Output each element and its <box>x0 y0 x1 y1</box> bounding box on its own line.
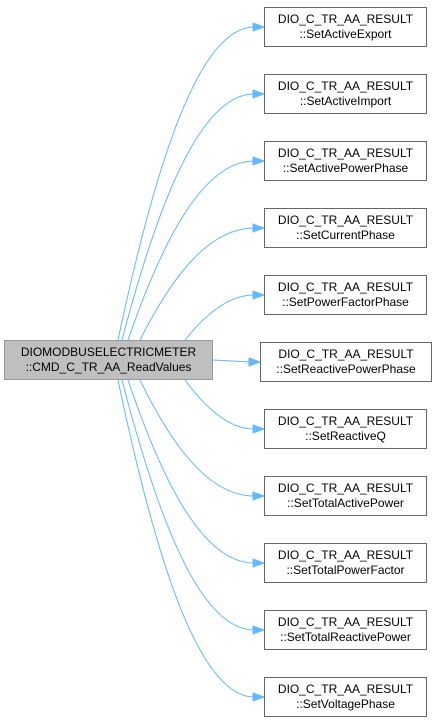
arrowhead-icon <box>252 625 266 635</box>
call-edge <box>127 160 255 341</box>
arrowhead-icon <box>252 692 266 702</box>
callee-method-name: ::SetTotalPowerFactor <box>286 563 405 577</box>
callee-node[interactable]: DIO_C_TR_AA_RESULT::SetReactiveQ <box>264 409 427 449</box>
arrowhead-icon <box>252 156 266 166</box>
call-edge <box>121 93 255 341</box>
callee-node[interactable]: DIO_C_TR_AA_RESULT::SetTotalReactivePowe… <box>264 610 427 650</box>
call-edge <box>117 379 255 698</box>
callee-method-name: ::SetPowerFactorPhase <box>282 295 409 309</box>
callee-node[interactable]: DIO_C_TR_AA_RESULT::SetActivePowerPhase <box>264 141 427 181</box>
callee-class-name: DIO_C_TR_AA_RESULT <box>277 548 414 562</box>
callee-method-name: ::SetReactiveQ <box>305 429 386 443</box>
callee-class-name: DIO_C_TR_AA_RESULT <box>277 12 414 26</box>
callee-node[interactable]: DIO_C_TR_AA_RESULT::SetTotalActivePower <box>264 476 427 516</box>
callee-node[interactable]: DIO_C_TR_AA_RESULT::SetVoltagePhase <box>264 677 427 717</box>
arrowhead-icon <box>252 558 266 568</box>
callee-node[interactable]: DIO_C_TR_AA_RESULT::SetTotalPowerFactor <box>264 543 427 583</box>
arrowhead-icon <box>248 357 262 367</box>
callee-method-name: ::SetTotalReactivePower <box>280 630 411 644</box>
callee-class-name: DIO_C_TR_AA_RESULT <box>277 481 414 495</box>
callee-node[interactable]: DIO_C_TR_AA_RESULT::SetPowerFactorPhase <box>264 275 427 315</box>
callee-class-name: DIO_C_TR_AA_RESULT <box>277 615 414 629</box>
callee-class-name: DIO_C_TR_AA_RESULT <box>277 79 414 93</box>
callee-node[interactable]: DIO_C_TR_AA_RESULT::SetActiveExport <box>264 7 427 47</box>
arrowhead-icon <box>252 491 266 501</box>
callee-method-name: ::SetActiveExport <box>299 27 392 41</box>
call-edge <box>212 359 251 363</box>
callee-class-name: DIO_C_TR_AA_RESULT <box>277 414 414 428</box>
callee-class-name: DIO_C_TR_AA_RESULT <box>277 280 414 294</box>
arrowhead-icon <box>252 223 266 233</box>
arrowhead-icon <box>252 290 266 300</box>
callee-class-name: DIO_C_TR_AA_RESULT <box>277 682 414 696</box>
callee-method-name: ::SetVoltagePhase <box>296 697 395 711</box>
callee-method-name: ::SetCurrentPhase <box>296 228 395 242</box>
root-function-node: DIOMODBUSELECTRICMETER ::CMD_C_TR_AA_Rea… <box>4 340 213 380</box>
root-class-name: DIOMODBUSELECTRICMETER <box>20 345 197 359</box>
callee-node[interactable]: DIO_C_TR_AA_RESULT::SetCurrentPhase <box>264 208 427 248</box>
callee-node[interactable]: DIO_C_TR_AA_RESULT::SetReactivePowerPhas… <box>260 342 432 382</box>
call-edge <box>139 227 255 341</box>
callee-method-name: ::SetActivePowerPhase <box>282 161 409 175</box>
call-edge <box>121 379 255 631</box>
call-edge <box>184 294 255 341</box>
call-edge <box>117 26 255 341</box>
callee-method-name: ::SetActiveImport <box>299 94 392 108</box>
callee-method-name: ::SetTotalActivePower <box>287 496 404 510</box>
arrowhead-icon <box>252 424 266 434</box>
callee-class-name: DIO_C_TR_AA_RESULT <box>277 213 414 227</box>
arrowhead-icon <box>252 22 266 32</box>
callee-class-name: DIO_C_TR_AA_RESULT <box>278 347 414 361</box>
call-edge <box>127 379 255 564</box>
callee-method-name: ::SetReactivePowerPhase <box>276 362 416 376</box>
call-edge <box>139 379 255 497</box>
root-method-name: ::CMD_C_TR_AA_ReadValues <box>25 360 192 374</box>
arrowhead-icon <box>252 89 266 99</box>
call-edge <box>184 379 255 430</box>
callee-class-name: DIO_C_TR_AA_RESULT <box>277 146 414 160</box>
callee-node[interactable]: DIO_C_TR_AA_RESULT::SetActiveImport <box>264 74 427 114</box>
